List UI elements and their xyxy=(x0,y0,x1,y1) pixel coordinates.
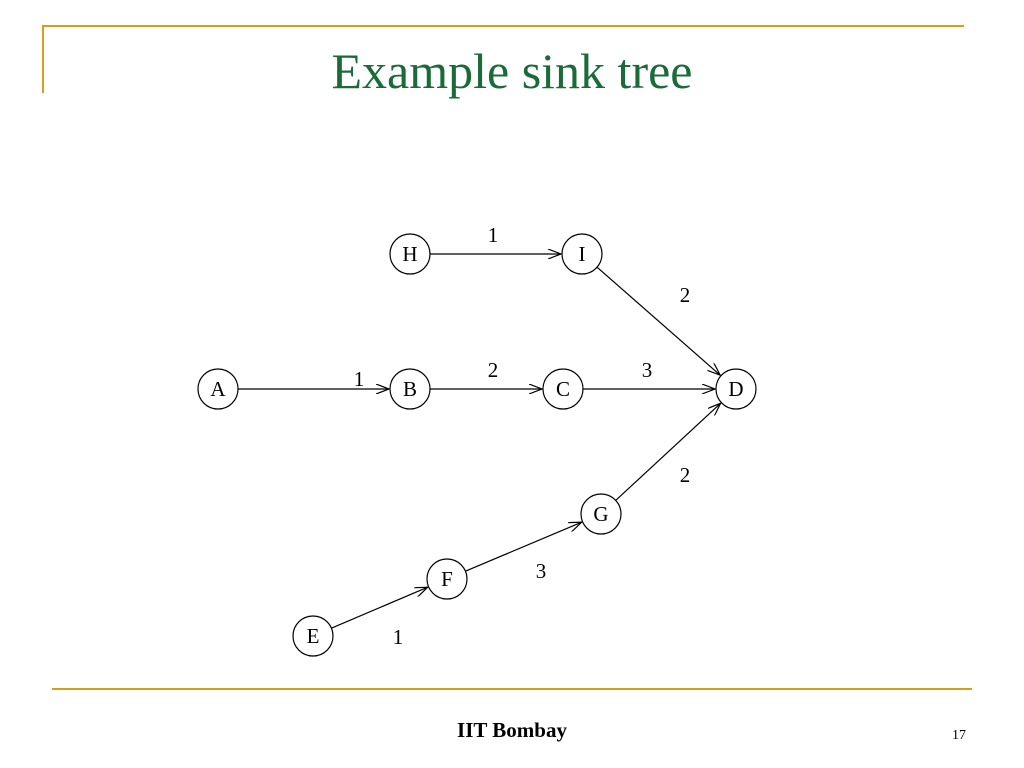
edge-weight-b-c: 2 xyxy=(488,358,499,382)
node-a: A xyxy=(197,368,239,410)
edge-weight-c-d: 3 xyxy=(642,358,653,382)
node-circle-i xyxy=(561,233,603,275)
node-label-h: H xyxy=(402,242,417,266)
edge-weight-e-f: 1 xyxy=(393,625,404,649)
node-label-f: F xyxy=(441,567,453,591)
node-circle-h xyxy=(389,233,431,275)
footer-institution: IIT Bombay xyxy=(457,718,567,742)
node-circle-f xyxy=(426,558,468,600)
node-b: B xyxy=(389,368,431,410)
edge-weight-i-d: 2 xyxy=(680,283,691,307)
page-number: 17 xyxy=(952,728,966,743)
edge-weight-h-i: 1 xyxy=(488,223,499,247)
edge-arrow-i-d xyxy=(596,266,720,375)
node-circle-c xyxy=(542,368,584,410)
node-f: F xyxy=(426,558,468,600)
edge-arrow-g-d xyxy=(615,403,721,501)
edge-weight-f-g: 3 xyxy=(536,559,547,583)
node-circle-a xyxy=(197,368,239,410)
node-label-a: A xyxy=(210,377,226,401)
node-e: E xyxy=(292,615,334,657)
edge-weight-a-b: 1 xyxy=(354,367,365,391)
footer-rule xyxy=(52,688,972,690)
node-c: C xyxy=(542,368,584,410)
node-circle-d xyxy=(715,368,757,410)
node-d: D xyxy=(715,368,757,410)
frame-top-rule xyxy=(42,25,964,27)
node-label-g: G xyxy=(593,502,608,526)
node-label-c: C xyxy=(556,377,570,401)
edge-arrow-e-f xyxy=(331,587,427,629)
node-circle-b xyxy=(389,368,431,410)
frame-left-rule xyxy=(42,25,44,93)
node-label-e: E xyxy=(307,624,320,648)
node-i: I xyxy=(561,233,603,275)
node-g: G xyxy=(580,493,622,535)
node-h: H xyxy=(389,233,431,275)
edge-weight-g-d: 2 xyxy=(680,463,691,487)
node-label-d: D xyxy=(728,377,743,401)
edge-arrow-f-g xyxy=(465,522,581,572)
node-circle-e xyxy=(292,615,334,657)
node-circle-g xyxy=(580,493,622,535)
slide-title: Example sink tree xyxy=(331,43,693,99)
node-label-i: I xyxy=(579,242,586,266)
node-label-b: B xyxy=(403,377,417,401)
